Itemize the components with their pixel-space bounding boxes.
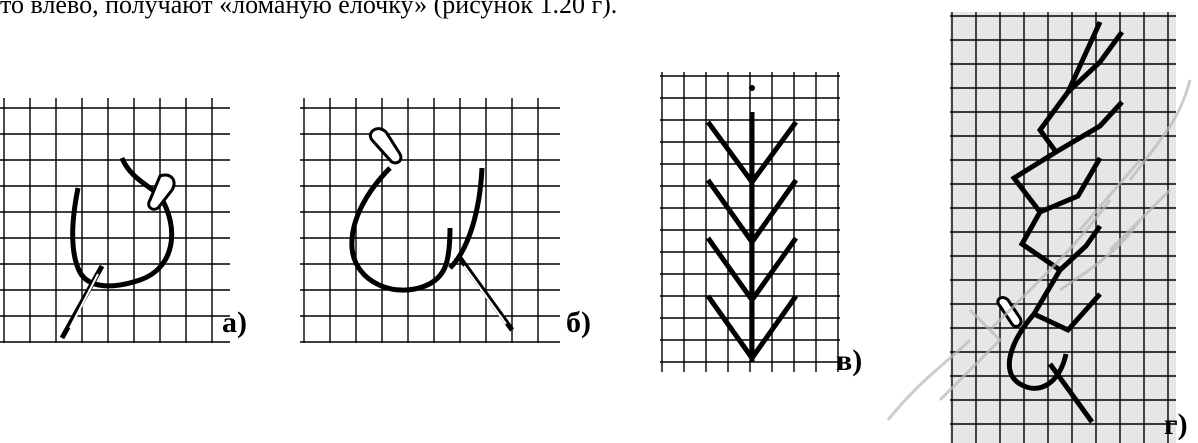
grid-a (0, 98, 230, 343)
thread-b (349, 166, 453, 293)
figure-label-v: в) (836, 344, 863, 377)
figure-a: а) (0, 98, 247, 348)
figure-g: г) (950, 12, 1188, 443)
figure-v: в) (660, 72, 862, 376)
clip-b (369, 127, 403, 165)
figure-b: б) (300, 98, 591, 348)
figure-a-drawing (0, 98, 230, 343)
needle-b-icon (457, 256, 515, 332)
intro-text: то влево, получают «ломаную елочку» (рис… (0, 0, 618, 19)
figure-v-drawing (660, 72, 840, 372)
feather-stitch-v (705, 85, 799, 363)
thread-a (70, 156, 175, 289)
figure-label-a: а) (222, 306, 247, 339)
clip-a (147, 173, 176, 211)
grid-v (660, 72, 840, 372)
thread-b-end (448, 167, 485, 270)
figure-b-drawing (300, 98, 560, 343)
figure-g-drawing (950, 12, 1176, 443)
figure-label-b: б) (566, 306, 591, 339)
figure-label-g: г) (1164, 408, 1188, 441)
grid-b (300, 98, 560, 343)
